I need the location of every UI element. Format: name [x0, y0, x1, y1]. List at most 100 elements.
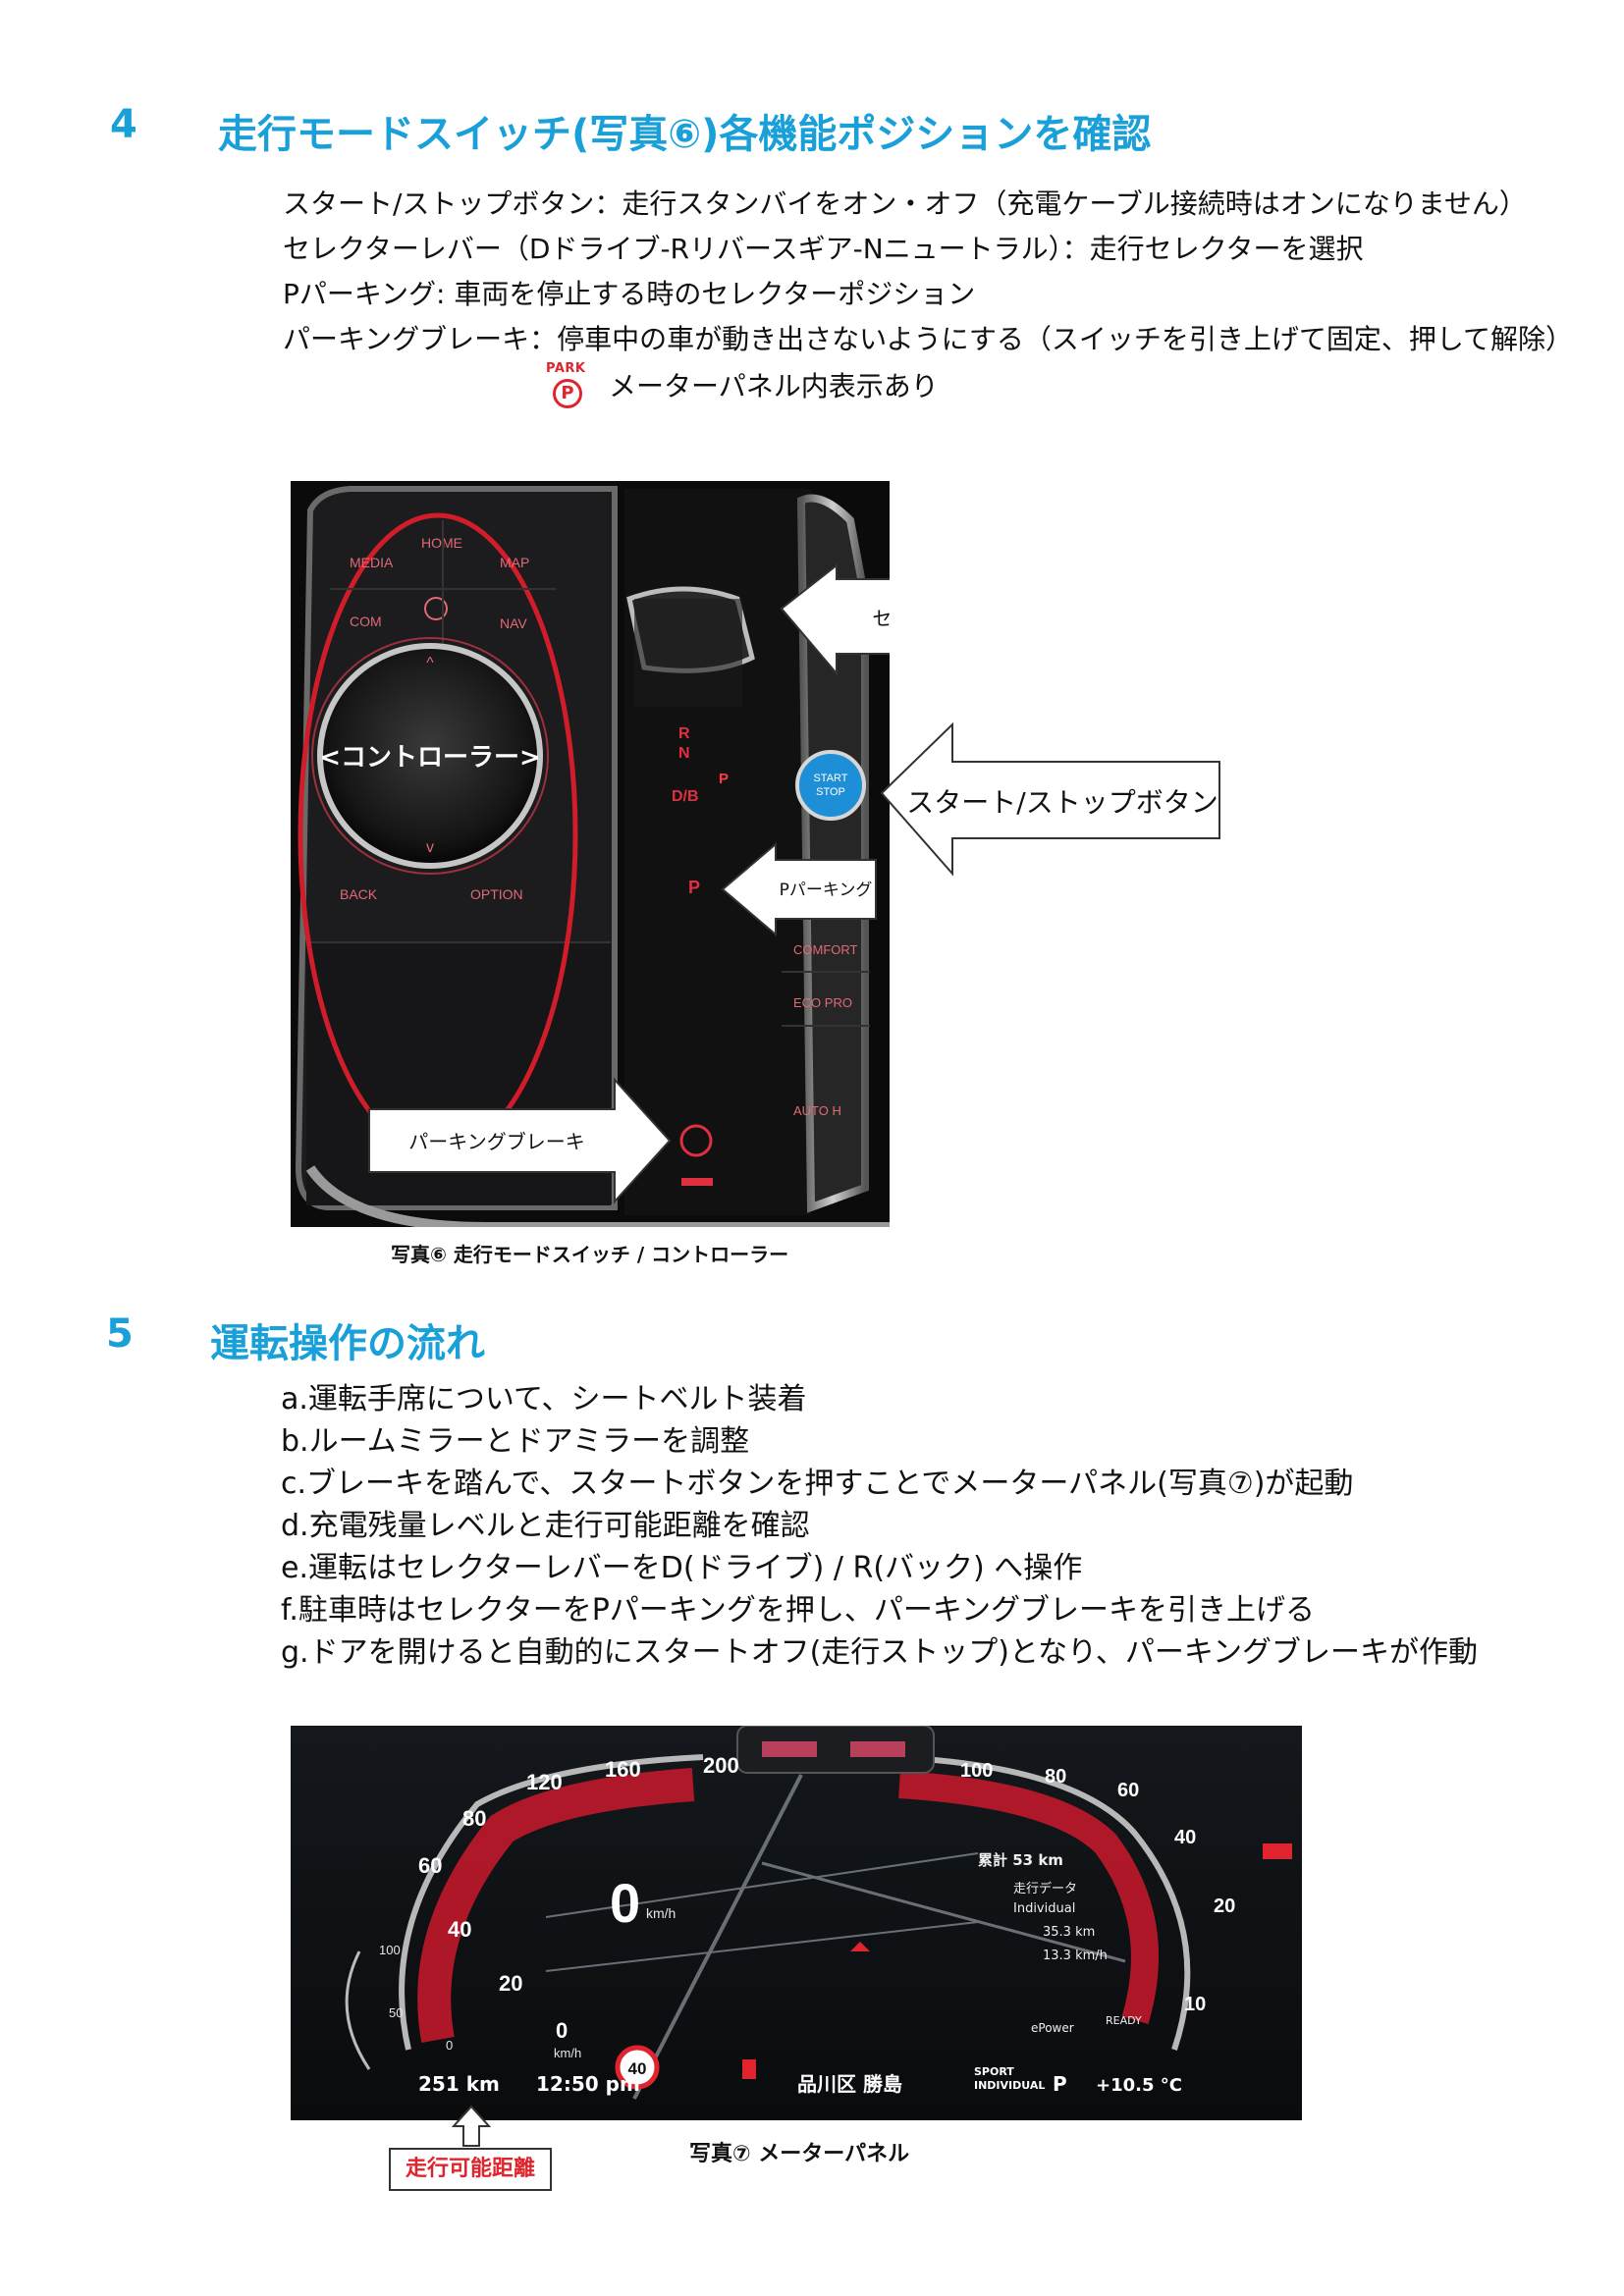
- brake-warning-icon: [742, 2059, 756, 2079]
- callout-parking: Pパーキング: [721, 841, 877, 937]
- park-p-icon: P: [553, 379, 582, 408]
- speed-tick: 200: [703, 1753, 739, 1778]
- callout-parking-brake: パーキングブレーキ: [368, 1077, 672, 1204]
- list-item-d: d.充電残量レベルと走行可能距離を確認: [281, 1509, 810, 1543]
- section-5-heading: 5 運転操作の流れ: [106, 1311, 793, 1366]
- status-bar: 251 km 12:50 pm 品川区 勝島 SPORT INDIVIDUAL …: [418, 2065, 1182, 2096]
- auto-h-button: AUTO H: [793, 1103, 841, 1118]
- top-display: [736, 1726, 935, 1774]
- speed-tick: 80: [462, 1806, 486, 1831]
- parking-brake-icon: [679, 1124, 713, 1157]
- drive-mode-individual: INDIVIDUAL: [974, 2079, 1045, 2092]
- settings-gear-icon: [424, 597, 448, 620]
- media-button: MEDIA: [350, 555, 394, 570]
- section-4-heading: 4 走行モードスイッチ(写真⑥)各機能ポジションを確認: [110, 102, 1190, 157]
- power-tick: 60: [1117, 1780, 1139, 1801]
- trip-info: 累計 53 km 走行データ Individual 35.3 km 13.3 k…: [978, 1851, 1142, 2035]
- com-button: COM: [350, 614, 382, 629]
- park-label: PARK: [546, 361, 586, 376]
- meter-note: メーターパネル内表示あり: [609, 370, 939, 402]
- callout-selector-text: セレクターレバー: [872, 607, 890, 630]
- location-readout: 品川区 勝島: [797, 2072, 902, 2096]
- speed-tick: 40: [448, 1917, 471, 1942]
- epower-label: ePower: [1031, 2021, 1074, 2035]
- list-item-f: f.駐車時はセレクターをPパーキングを押し、パーキングブレーキを引き上げる: [281, 1593, 1316, 1628]
- power-arc-outline: [889, 1754, 1191, 2051]
- gear-db: D/B: [672, 788, 699, 805]
- list-line-parking: Pパーキング: 車両を停止する時のセレクターポジション: [283, 278, 976, 310]
- trip-mode: Individual: [1013, 1901, 1075, 1916]
- list-line-selector: セレクターレバー（Dドライブ-Rリバースギア-Nニュートラル）：走行セレクターを…: [283, 233, 1364, 265]
- option-button: OPTION: [470, 886, 523, 902]
- speed-tick: 0: [556, 2018, 568, 2043]
- up-chevron-icon: ^: [426, 655, 434, 671]
- temperature-readout: +10.5 °C: [1096, 2075, 1182, 2096]
- list-item-g: g.ドアを開けると自動的にスタートオフ(走行ストップ)となり、パーキングブレーキ…: [281, 1635, 1478, 1670]
- power-tick: 100: [960, 1760, 993, 1782]
- list-item-e: e.運転はセレクターレバーをD(ドライブ) / R(バック) へ操作: [281, 1551, 1083, 1585]
- speed-tick: 120: [526, 1770, 563, 1794]
- callout-start-stop-arrow: スタート/ストップボタン: [880, 721, 1220, 877]
- battery-tick: 100: [379, 1943, 401, 1957]
- speed-value: 0: [610, 1872, 640, 1934]
- speed-tick: 160: [605, 1757, 641, 1782]
- nav-button: NAV: [500, 615, 527, 631]
- gear-n: N: [678, 745, 690, 762]
- list-item-a: a.運転手席について、シートベルト装着: [281, 1382, 807, 1416]
- gear-p-lit: P: [719, 771, 729, 787]
- section-title: 走行モードスイッチ(写真⑥)各機能ポジションを確認: [218, 112, 1152, 157]
- list-item-c: c.ブレーキを踏んで、スタートボタンを押すことでメーターパネル(写真⑦)が起動: [281, 1467, 1354, 1501]
- power-tick: 10: [1184, 1994, 1206, 2015]
- stop-label: STOP: [816, 786, 845, 798]
- range-readout: 251 km: [418, 2072, 500, 2096]
- callout-selector: セレクターレバー: [780, 562, 890, 676]
- battery-tick: 50: [389, 2005, 403, 2020]
- power-arc-red: [898, 1771, 1159, 2025]
- map-button: MAP: [500, 555, 529, 570]
- warning-indicator-icon: [1263, 1843, 1292, 1859]
- ready-label: READY: [1106, 2014, 1142, 2027]
- section-number: 4: [110, 102, 137, 147]
- back-button: BACK: [340, 886, 378, 902]
- idrive-controller-knob: [317, 643, 543, 869]
- speed-tick: 60: [418, 1853, 442, 1878]
- photo-7-caption: 写真⑦ メーターパネル: [689, 2142, 910, 2166]
- list-line-parking-brake: パーキングブレーキ：停車中の車が動き出さないようにする（スイッチを引き上げて固定…: [283, 323, 1574, 355]
- photo-7-meter-panel: 0 20 40 60 80 120 160 200 100 80 60 40 2…: [291, 1726, 1302, 2120]
- section-number: 5: [106, 1311, 134, 1357]
- clock-readout: 12:50 pm: [536, 2072, 640, 2096]
- start-stop-button: [795, 750, 866, 821]
- chrome-trim: [796, 494, 869, 1213]
- comfort-button: COMFORT: [793, 942, 858, 957]
- speed-limit-sign-icon: [615, 2045, 660, 2090]
- section-title: 運転操作の流れ: [210, 1321, 485, 1366]
- speed-tick: 20: [499, 1971, 522, 1996]
- callout-start-stop-text: スタート/ストップボタン: [906, 786, 1218, 819]
- callout-parking-text: Pパーキング: [780, 881, 873, 900]
- park-button-p: P: [688, 878, 700, 897]
- power-tick-labels: 100 80 60 40 20 10: [960, 1760, 1235, 2015]
- list-line-start-stop: スタート/ストップボタン：走行スタンバイをオン・オフ（充電ケーブル接続時はオンに…: [283, 187, 1527, 220]
- range-up-arrow-icon: [452, 2105, 491, 2147]
- speed-tick-labels: 0 20 40 60 80 120 160 200: [418, 1753, 739, 2043]
- battery-tick-labels: 100 50 0: [379, 1943, 453, 2053]
- battery-tick: 0: [446, 2038, 453, 2053]
- speed-arc-outline: [399, 1754, 704, 2051]
- gear-readout: P: [1053, 2072, 1067, 2096]
- photo-6-console: MEDIA HOME MAP COM NAV ^ v <コントローラー> BAC…: [291, 481, 890, 1227]
- nav-arrow-icon: [850, 1942, 870, 1951]
- eco-pro-button: ECO PRO: [793, 995, 852, 1010]
- range-label-box: 走行可能距離: [389, 2148, 552, 2191]
- controller-label: <コントローラー>: [319, 743, 541, 773]
- gear-r: R: [678, 725, 690, 742]
- parking-brake-switch: [681, 1178, 713, 1186]
- odometer: 累計 53 km: [978, 1851, 1063, 1869]
- trip-average: 13.3 km/h: [1043, 1949, 1108, 1963]
- power-tick: 20: [1214, 1896, 1235, 1917]
- meter-panel-photo: 0 20 40 60 80 120 160 200 100 80 60 40 2…: [291, 1726, 1302, 2120]
- console-photo: MEDIA HOME MAP COM NAV ^ v <コントローラー> BAC…: [291, 481, 890, 1227]
- power-tick: 80: [1045, 1766, 1066, 1788]
- speed-unit: km/h: [646, 1905, 676, 1921]
- speed-unit-small: km/h: [554, 2046, 581, 2060]
- trip-distance: 35.3 km: [1043, 1925, 1095, 1940]
